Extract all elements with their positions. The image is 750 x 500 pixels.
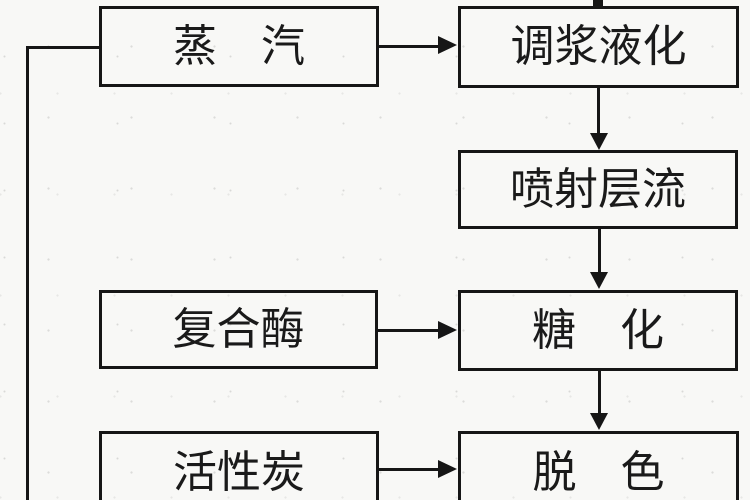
- flow-box-decolorization: 脱 色: [458, 431, 739, 500]
- flow-box-activated-carbon: 活性炭: [99, 431, 379, 500]
- flow-box-compound-enzyme-label: 复合酶: [172, 304, 305, 354]
- flow-box-decolorization-label: 脱 色: [532, 448, 665, 497]
- arrow-steam-to-slurry-head: [438, 36, 457, 54]
- arrow-jet-to-saccharification-head: [590, 272, 608, 289]
- arrow-saccharification-to-decolor-head: [590, 413, 608, 430]
- flow-box-compound-enzyme: 复合酶: [99, 290, 378, 369]
- arrow-saccharification-to-decolor-line: [598, 371, 601, 414]
- flow-box-saccharification-label: 糖 化: [532, 305, 664, 355]
- arrow-enzyme-to-saccharification-head: [438, 321, 457, 339]
- flow-box-saccharification: 糖 化: [458, 290, 738, 371]
- arrow-slurry-to-jet-line: [597, 88, 600, 135]
- flow-box-slurry-liquefaction: 调浆液化: [458, 6, 739, 88]
- flow-box-activated-carbon-label: 活性炭: [173, 448, 305, 497]
- arrow-offscreen-to-slurry-stub: [593, 0, 603, 8]
- arrow-carbon-to-decolor-line: [376, 468, 440, 471]
- flow-box-slurry-liquefaction-label: 调浆液化: [510, 22, 687, 71]
- connector-steam-left-vertical-line: [26, 46, 29, 500]
- arrow-enzyme-to-saccharification-line: [375, 329, 440, 332]
- arrow-jet-to-saccharification-line: [598, 229, 601, 273]
- arrow-slurry-to-jet-head: [590, 133, 608, 150]
- flow-box-jet-laminar-flow-label: 喷射层流: [510, 164, 686, 214]
- arrow-steam-to-slurry-line: [378, 45, 440, 48]
- arrow-carbon-to-decolor-head: [438, 460, 457, 478]
- flow-box-steam-label: 蒸 汽: [173, 21, 305, 71]
- connector-steam-left-horizontal-line: [26, 46, 99, 49]
- flow-box-steam: 蒸 汽: [99, 6, 379, 87]
- flow-box-jet-laminar-flow: 喷射层流: [458, 150, 738, 229]
